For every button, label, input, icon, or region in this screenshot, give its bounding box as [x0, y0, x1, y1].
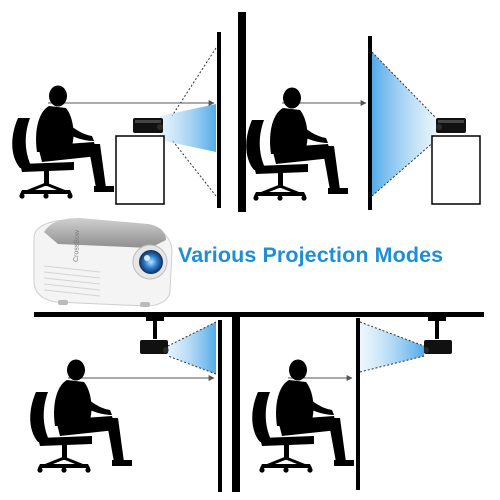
projector-product: CrossBow — [33, 218, 173, 307]
projection-screen — [217, 32, 221, 208]
light-beam — [160, 104, 216, 152]
viewer-silhouette — [28, 358, 134, 475]
wall — [232, 312, 240, 492]
viewer-silhouette — [10, 84, 116, 201]
page-title: Various Projection Modes — [178, 243, 444, 267]
projector-icon — [133, 118, 163, 133]
panel-rear-desktop — [244, 36, 481, 210]
lens-icon — [139, 250, 163, 274]
projector-icon — [436, 118, 466, 133]
projector-icon — [424, 340, 452, 354]
table — [115, 135, 165, 205]
projector-icon — [140, 340, 168, 354]
viewer-silhouette — [250, 358, 356, 475]
table — [431, 135, 481, 205]
wall — [238, 12, 246, 212]
projection-screen — [356, 318, 360, 490]
ceiling — [34, 312, 484, 317]
panel-front-ceiling — [28, 312, 240, 492]
panel-rear-ceiling — [250, 317, 452, 490]
projection-screen — [218, 320, 222, 492]
brand-label: CrossBow — [73, 229, 81, 262]
projection-screen — [368, 36, 372, 210]
panel-front-desktop — [10, 12, 246, 212]
light-beam — [372, 52, 436, 196]
light-beam — [168, 322, 216, 374]
viewer-silhouette — [244, 86, 350, 203]
